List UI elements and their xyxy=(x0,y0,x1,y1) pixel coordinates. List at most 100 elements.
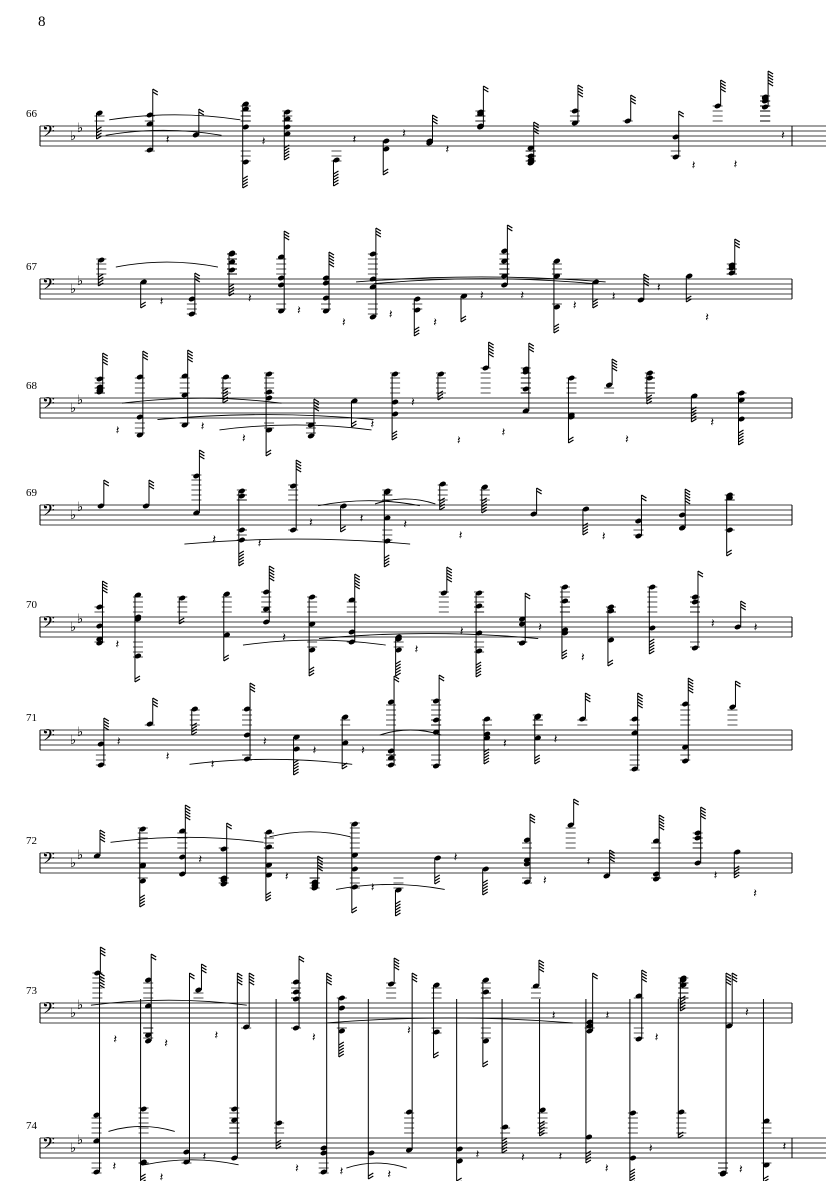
flag xyxy=(102,361,109,366)
notehead xyxy=(649,625,656,631)
flag xyxy=(607,662,614,667)
notehead xyxy=(383,138,390,144)
rest-icon: 𝄽 xyxy=(258,536,262,550)
flag xyxy=(134,678,141,683)
flag xyxy=(539,1129,545,1134)
flag xyxy=(96,132,102,137)
notehead xyxy=(134,614,142,620)
flag xyxy=(283,230,290,235)
flag xyxy=(100,949,106,954)
note-chord xyxy=(582,506,590,536)
flag xyxy=(536,490,542,495)
flag xyxy=(198,108,205,113)
notehead xyxy=(652,838,660,844)
flag xyxy=(152,703,159,708)
notehead xyxy=(93,853,101,859)
flag xyxy=(395,672,401,677)
bass-clef-icon: 𝄢 xyxy=(42,121,55,145)
notehead xyxy=(553,304,561,310)
rest-icon: 𝄽 xyxy=(198,852,202,866)
notehead xyxy=(263,606,270,612)
flag xyxy=(501,1146,508,1151)
notehead xyxy=(387,748,395,754)
note-chord xyxy=(221,591,232,662)
notehead xyxy=(179,828,186,834)
flag xyxy=(391,430,398,435)
flag xyxy=(100,946,106,951)
flag xyxy=(384,560,390,565)
notehead xyxy=(405,1147,413,1153)
notehead xyxy=(192,132,200,138)
note-chord xyxy=(193,963,207,999)
flag xyxy=(178,620,185,625)
flag xyxy=(298,955,305,960)
flag xyxy=(481,509,488,514)
flag xyxy=(577,87,584,92)
flag xyxy=(102,583,108,588)
flag xyxy=(637,695,643,700)
rest-icon: 𝄽 xyxy=(460,624,464,638)
notehead xyxy=(534,714,541,720)
slur xyxy=(346,1162,407,1169)
flag xyxy=(649,644,655,649)
notehead xyxy=(501,282,508,288)
flag xyxy=(99,972,105,977)
flag xyxy=(529,813,536,818)
flag xyxy=(726,549,732,554)
flag xyxy=(413,329,420,334)
note-chord xyxy=(97,479,110,509)
flag xyxy=(577,93,584,98)
note-chord xyxy=(474,590,485,678)
note-chord xyxy=(456,999,463,1181)
bass-clef-icon: 𝄢 xyxy=(42,274,55,298)
notehead xyxy=(395,887,402,893)
notehead xyxy=(223,591,230,597)
note-chord xyxy=(480,977,491,1068)
flag xyxy=(643,282,650,287)
notehead xyxy=(523,857,531,863)
flag xyxy=(538,962,545,967)
note-chord xyxy=(274,999,285,1150)
note-chord xyxy=(460,293,468,323)
flag xyxy=(573,798,579,803)
flag xyxy=(295,459,302,464)
rest-icon: 𝄽 xyxy=(554,732,558,746)
note-chord xyxy=(137,826,148,908)
note-chord xyxy=(367,999,375,1180)
flag xyxy=(142,356,149,361)
rest-icon: 𝄽 xyxy=(753,886,757,900)
flag xyxy=(293,765,299,770)
flag xyxy=(641,494,647,499)
slur xyxy=(90,999,247,1006)
rest-icon: 𝄽 xyxy=(115,637,119,651)
notehead xyxy=(351,852,359,858)
rest-icon: 𝄽 xyxy=(312,1030,316,1044)
rest-icon: 𝄽 xyxy=(352,132,356,146)
flag xyxy=(99,838,106,843)
flag xyxy=(629,1174,636,1179)
flag xyxy=(446,572,453,577)
flag xyxy=(684,491,691,496)
note-chord xyxy=(530,487,542,517)
flag xyxy=(328,251,335,256)
notehead xyxy=(183,1149,190,1155)
note-chord xyxy=(220,374,231,404)
notehead xyxy=(351,866,359,872)
staff-system: 𝄢♭♭𝄽𝄽𝄽𝄽𝄽𝄽𝄽𝄽 xyxy=(39,798,793,917)
flag xyxy=(646,400,653,405)
flag xyxy=(140,1173,146,1178)
flag xyxy=(333,176,339,181)
flag xyxy=(684,494,691,499)
flag xyxy=(592,304,599,309)
notehead xyxy=(686,273,693,279)
flag xyxy=(98,282,104,287)
notehead xyxy=(140,279,147,285)
notehead xyxy=(586,1019,593,1025)
flag xyxy=(393,675,400,680)
measure-number: 71 xyxy=(26,712,37,724)
flag xyxy=(649,638,655,643)
rest-icon: 𝄽 xyxy=(433,315,437,329)
flag xyxy=(411,975,418,980)
flag xyxy=(629,1168,636,1173)
note-chord xyxy=(94,352,109,395)
